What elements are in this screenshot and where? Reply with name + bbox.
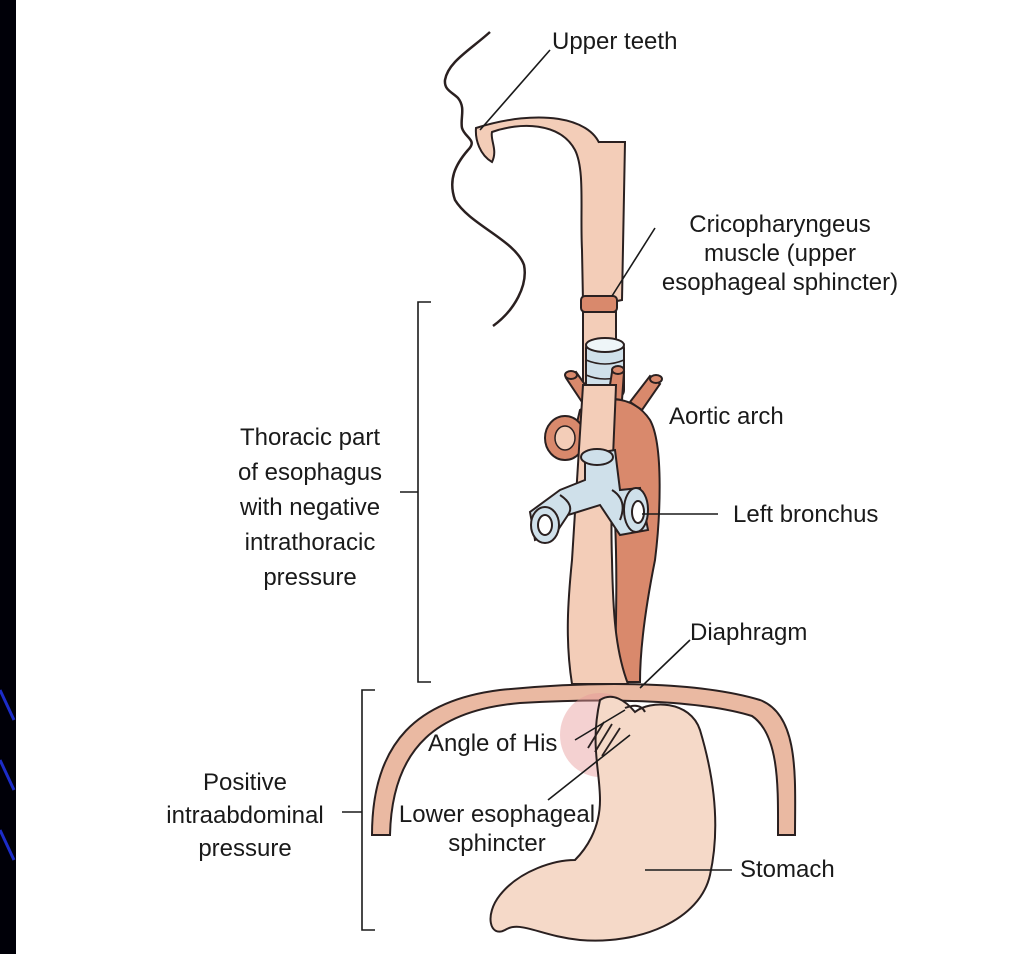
label-aortic-arch: Aortic arch xyxy=(669,402,784,431)
label-thoracic: Thoracic part of esophagus with negative… xyxy=(220,420,400,595)
label-thoracic-line5: pressure xyxy=(220,560,400,595)
label-lower-sphincter-line2: sphincter xyxy=(382,829,612,858)
label-thoracic-line1: Thoracic part xyxy=(220,420,400,455)
label-positive-pressure: Positive intraabdominal pressure xyxy=(150,766,340,865)
label-stomach: Stomach xyxy=(740,855,835,884)
label-positive-line2: intraabdominal xyxy=(150,799,340,832)
label-positive-line1: Positive xyxy=(150,766,340,799)
pharynx-tube xyxy=(476,117,613,302)
label-upper-teeth: Upper teeth xyxy=(552,27,677,56)
label-cricopharyngeus: Cricopharyngeus muscle (upper esophageal… xyxy=(645,210,915,297)
label-lower-sphincter: Lower esophageal sphincter xyxy=(382,800,612,858)
label-positive-line3: pressure xyxy=(150,832,340,865)
label-cricopharyngeus-line3: esophageal sphincter) xyxy=(645,268,915,297)
aortic-lumen xyxy=(555,426,575,450)
label-thoracic-line2: of esophagus xyxy=(220,455,400,490)
face-profile xyxy=(445,32,525,326)
label-angle-of-his: Angle of His xyxy=(428,729,557,758)
upper-sphincter-ring xyxy=(581,296,617,312)
label-cricopharyngeus-line1: Cricopharyngeus xyxy=(645,210,915,239)
label-thoracic-line3: with negative xyxy=(220,490,400,525)
label-diaphragm: Diaphragm xyxy=(690,618,807,647)
edge-marks xyxy=(0,690,14,860)
label-lower-sphincter-line1: Lower esophageal xyxy=(382,800,612,829)
label-left-bronchus: Left bronchus xyxy=(733,500,878,529)
label-cricopharyngeus-line2: muscle (upper xyxy=(645,239,915,268)
label-thoracic-line4: intrathoracic xyxy=(220,525,400,560)
